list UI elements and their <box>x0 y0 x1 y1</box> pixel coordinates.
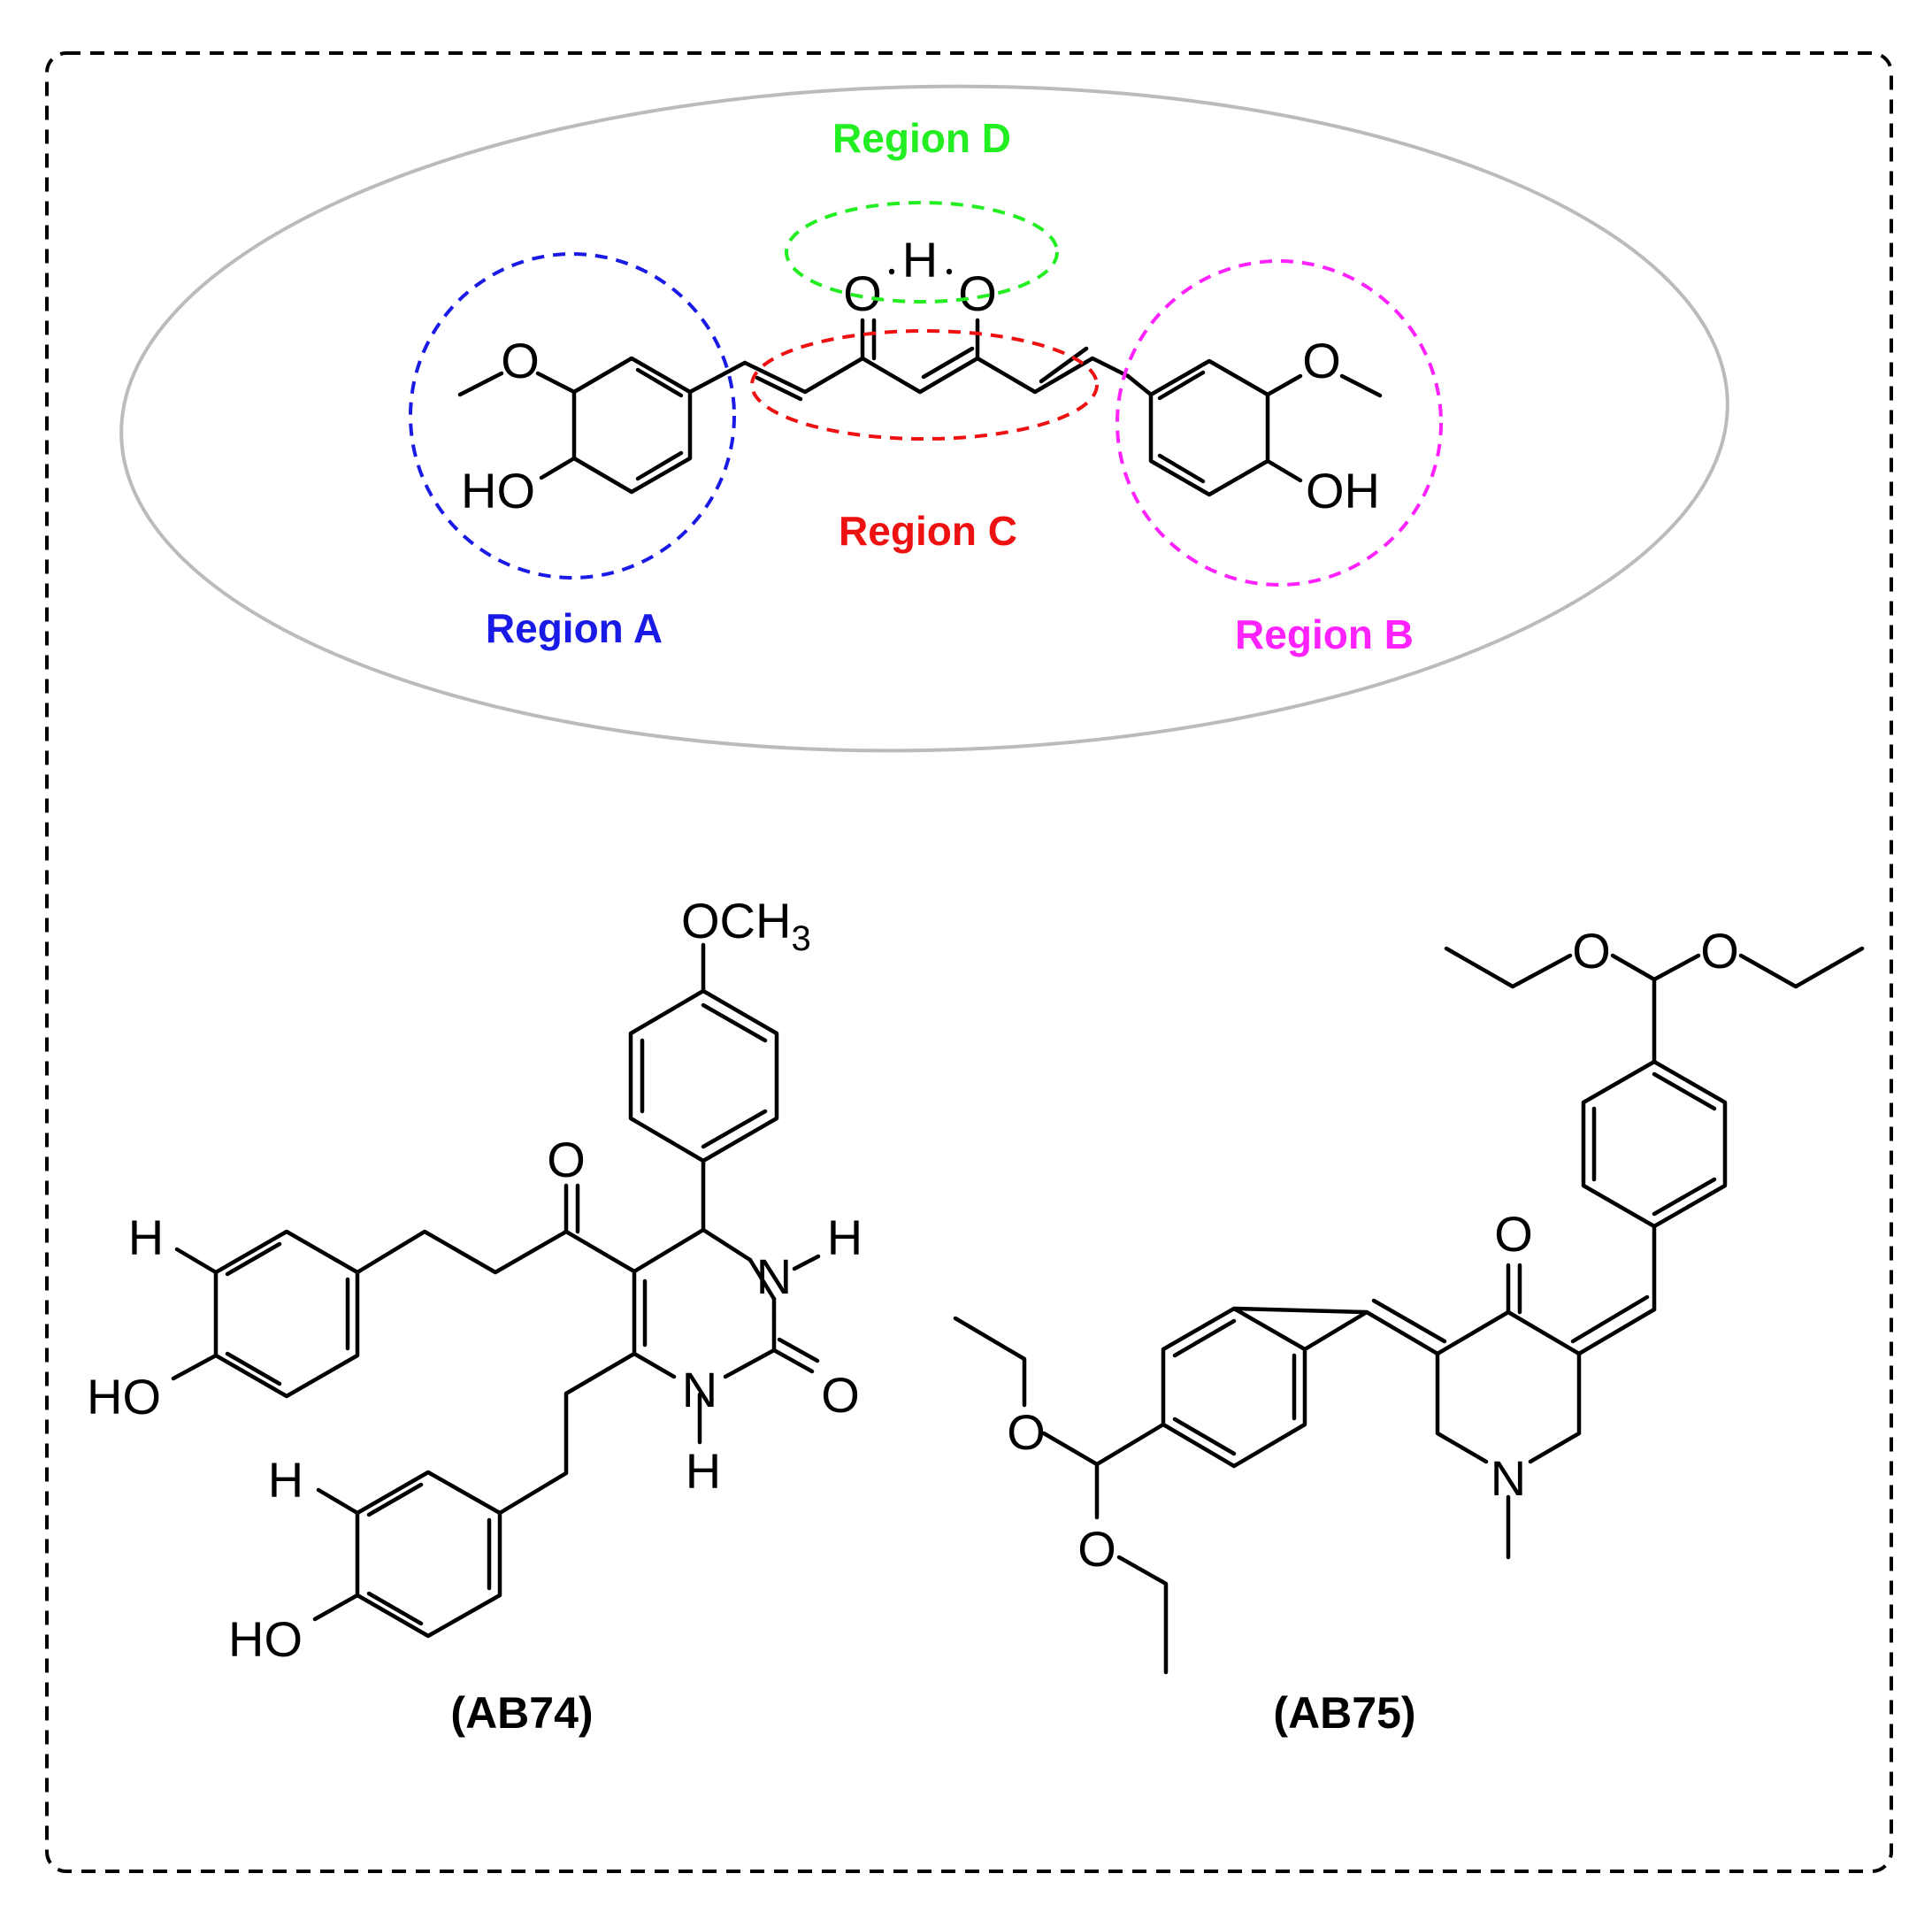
ab74-structure <box>171 942 821 1639</box>
curcumin-o-right: O <box>958 265 997 321</box>
region-d-label: Region D <box>832 115 1011 161</box>
curcumin-methoxy-o-right: O <box>1302 333 1341 388</box>
region-a-circle <box>409 252 736 580</box>
ab74-och3: OCH3 <box>681 893 811 958</box>
curcumin-chain <box>742 318 1131 402</box>
ab74-n-top: N <box>756 1248 792 1304</box>
ab75-acetal-o1: O <box>1572 923 1611 979</box>
ab74-n-bottom: N <box>682 1362 717 1417</box>
ab74-h-ring1: H <box>128 1209 164 1265</box>
ab74-ketone-o: O <box>547 1132 586 1187</box>
curcumin-oh-right: OH <box>1306 463 1380 518</box>
curcumin-ho-left: HO <box>461 463 535 518</box>
dashed-frame <box>45 51 1893 1873</box>
ab75-ketone-o: O <box>1494 1206 1533 1262</box>
curcumin-methoxy-o-left: O <box>501 333 540 388</box>
ab74-h-ring2: H <box>268 1452 303 1508</box>
h-bond-dot-right <box>946 268 953 275</box>
curcumin-structure: O O H O O HO OH <box>457 232 1383 518</box>
curcumin-o-left: O <box>843 265 882 321</box>
ab74-h-on-n-bottom: H <box>686 1443 721 1499</box>
ab75-acetal-o4: O <box>1077 1521 1116 1577</box>
ab74-ho-ring1: HO <box>87 1369 161 1424</box>
region-b-circle <box>1116 259 1443 587</box>
region-c-label: Region C <box>839 508 1017 554</box>
region-c-ellipse <box>750 329 1099 441</box>
curcumin-right-ring <box>1125 358 1383 497</box>
curcumin-h-bridge: H <box>902 232 938 288</box>
curcumin-left-ring <box>457 356 748 495</box>
ab74-ho-ring2: HO <box>228 1611 303 1667</box>
ab74-caption: (AB74) <box>450 1688 593 1738</box>
ab74-h-on-n-top: H <box>827 1209 862 1265</box>
ab75-structure <box>953 946 1865 1675</box>
h-bond-dot-left <box>888 268 895 275</box>
region-d-ellipse <box>785 201 1059 303</box>
region-b-label: Region B <box>1235 611 1414 657</box>
ab75-acetal-o3: O <box>1007 1404 1046 1460</box>
curcumin-ellipse <box>119 84 1729 753</box>
ab75-n-amine: N <box>1491 1450 1526 1506</box>
ab74-urea-o: O <box>821 1367 860 1423</box>
ab75-acetal-o2: O <box>1700 923 1739 979</box>
ab75-caption: (AB75) <box>1273 1688 1415 1738</box>
region-a-label: Region A <box>486 605 663 651</box>
